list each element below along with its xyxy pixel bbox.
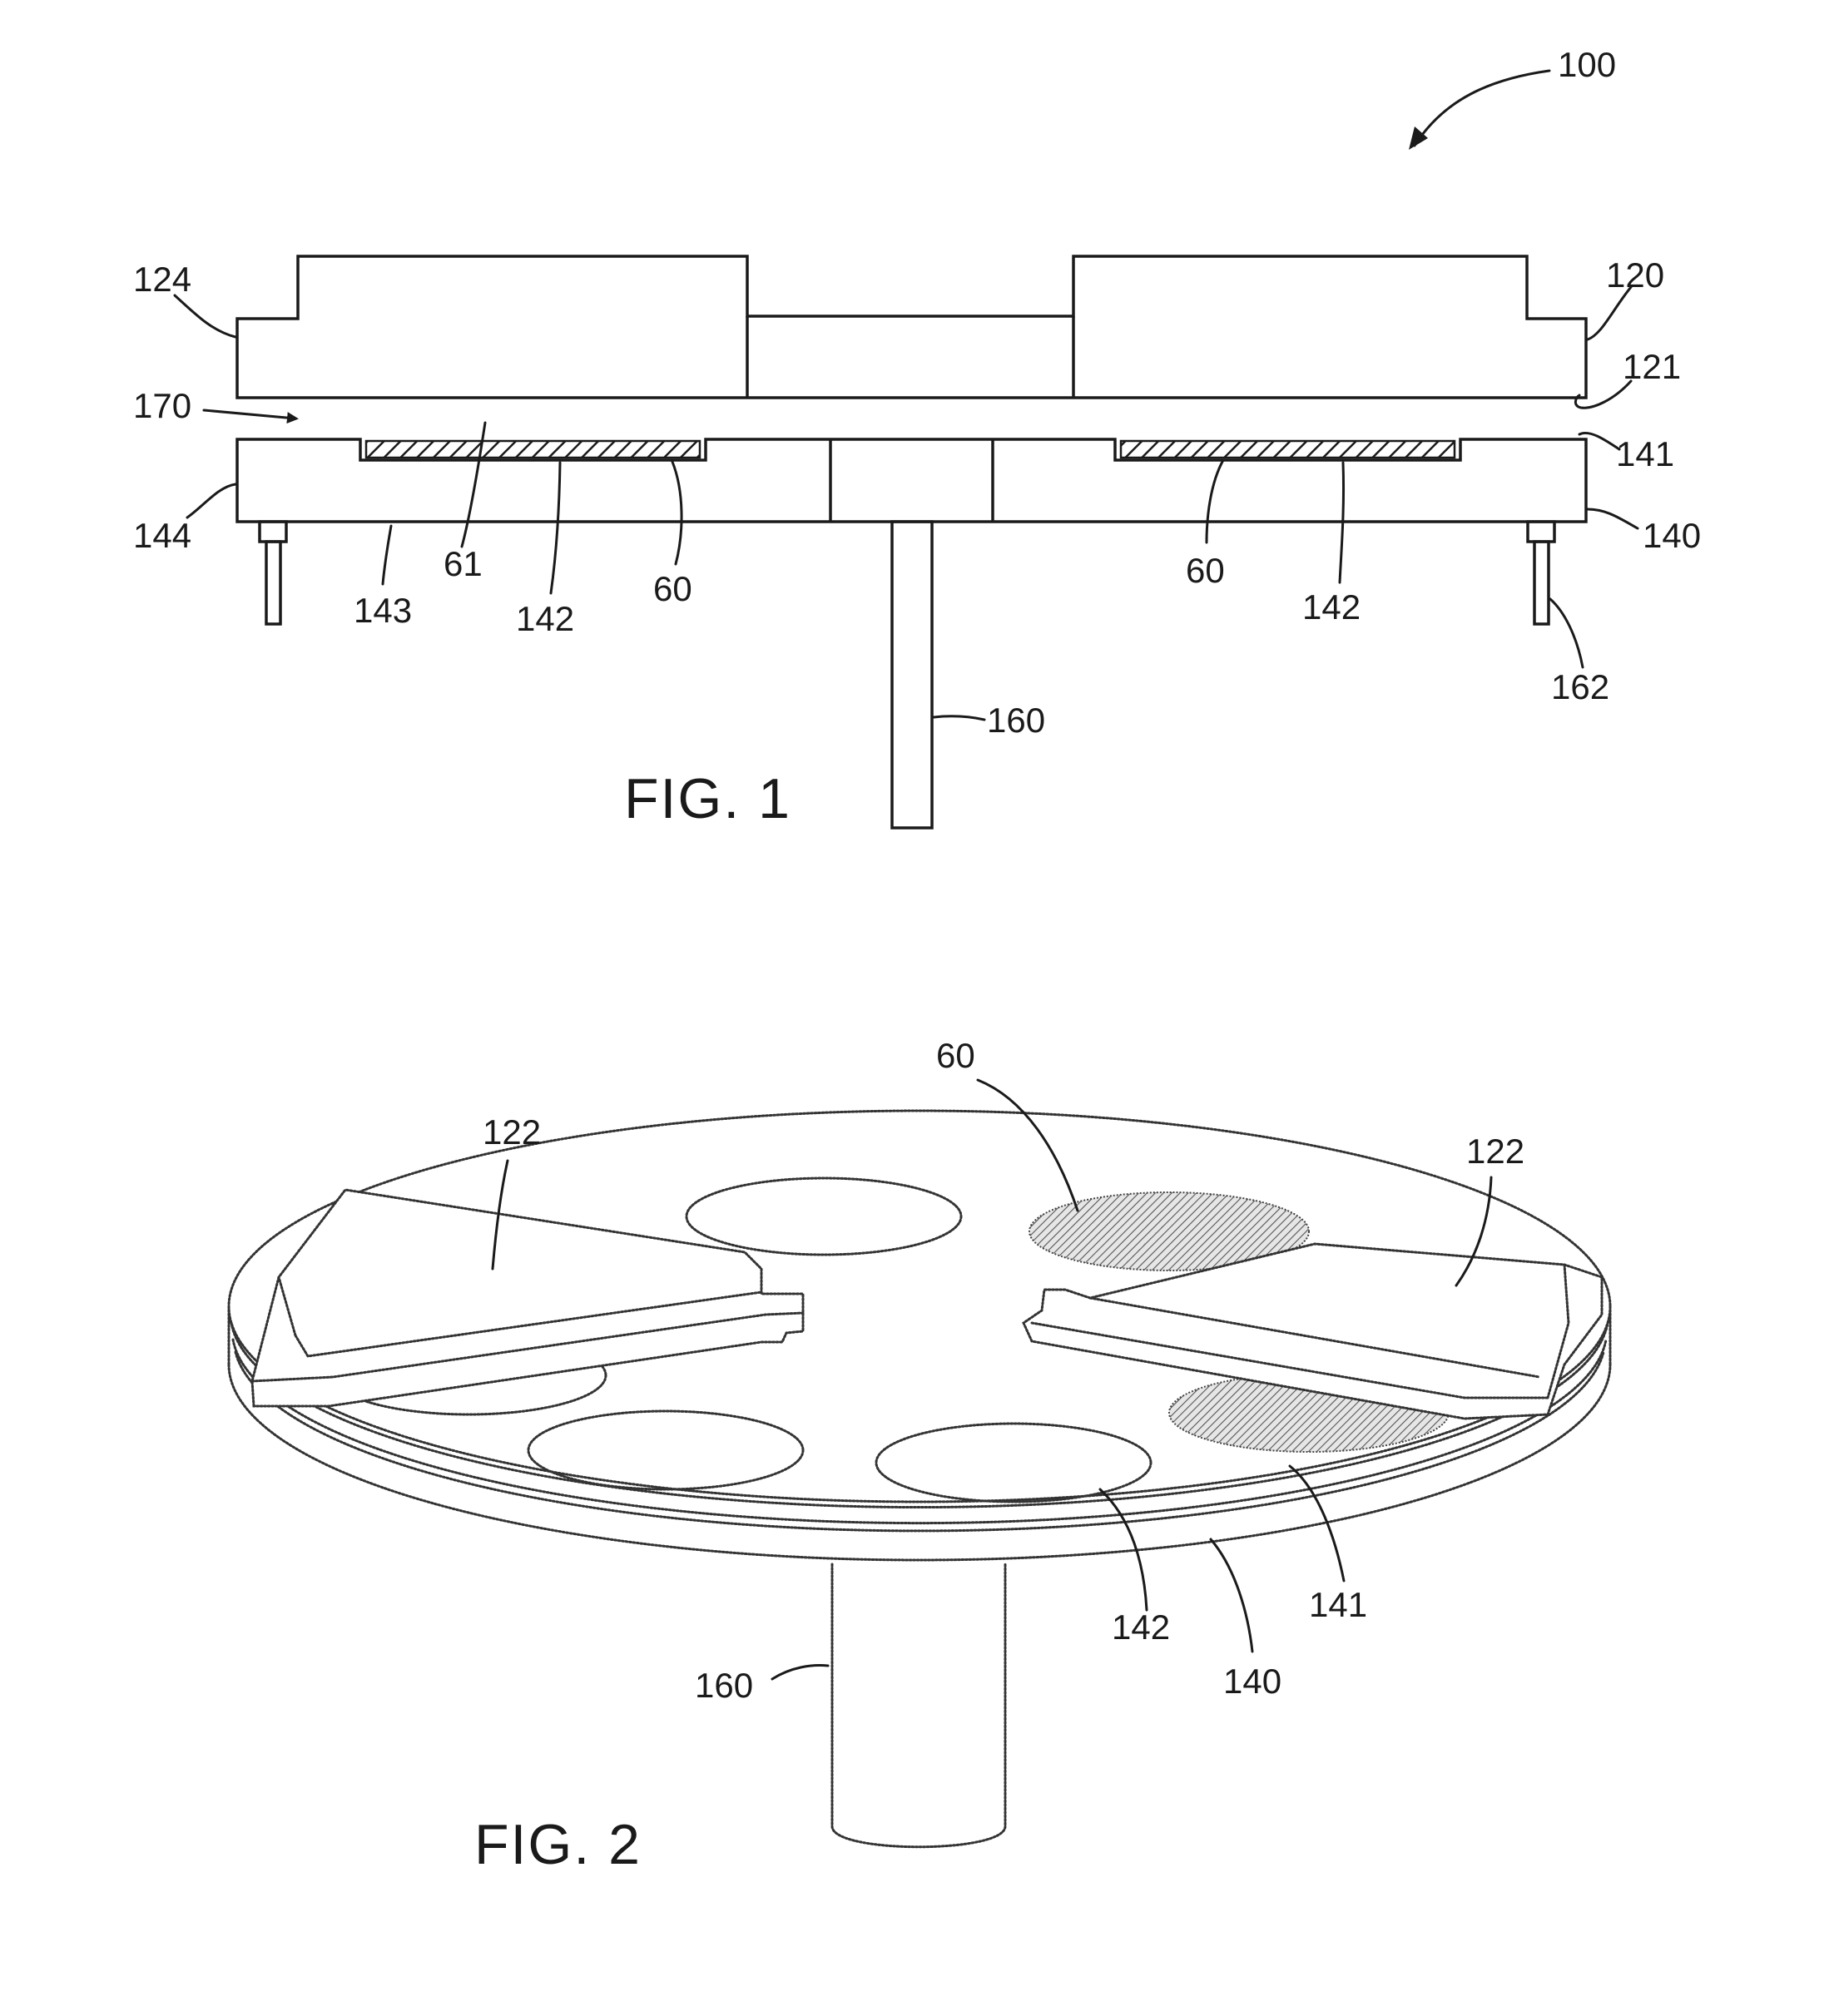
label-60-right: 60 [1186,551,1225,590]
leader-60-fig2 [978,1080,1078,1211]
leader-100 [1415,71,1549,146]
recess-front-left [528,1411,803,1489]
pin-right [1534,542,1549,624]
label-170: 170 [133,386,191,425]
label-142-right: 142 [1302,587,1361,627]
leader-143 [383,526,391,584]
leader-160 [934,716,984,720]
label-60-left: 60 [653,569,692,608]
figure-1: 100 124 [133,45,1701,830]
figure-1-caption: FIG. 1 [624,767,791,830]
label-144: 144 [133,516,191,555]
recess-front-right [876,1424,1151,1502]
wafer-left-hatched [366,441,700,458]
label-100: 100 [1558,45,1616,84]
label-142-left: 142 [516,599,574,638]
leader-60-left [672,462,682,564]
figure-2-caption: FIG. 2 [474,1813,642,1876]
recess-back [687,1178,961,1255]
label-122-left: 122 [483,1112,541,1152]
label-141: 141 [1616,434,1674,473]
label-141-fig2: 141 [1309,1585,1367,1624]
pin-left-collar [260,522,286,542]
leader-160-fig2 [772,1666,828,1679]
shaft-160 [892,522,932,828]
leader-144 [187,484,235,518]
leader-120 [1588,287,1631,339]
wafer-right-hatched [1121,441,1455,458]
label-160: 160 [987,701,1045,740]
leader-142-left [551,463,560,593]
label-140: 140 [1643,516,1701,555]
label-140-fig2: 140 [1223,1662,1281,1701]
label-122-right: 122 [1466,1132,1524,1171]
leader-140 [1588,509,1638,528]
pin-left [266,542,280,624]
label-120: 120 [1606,255,1664,295]
leader-140-fig2 [1211,1539,1252,1652]
leader-124 [175,295,235,337]
figure-2: 60 122 122 142 141 140 160 FIG. 2 [229,1036,1610,1876]
label-143: 143 [354,591,412,630]
leader-60-right [1207,460,1223,542]
pin-right-collar [1528,522,1554,542]
label-121: 121 [1623,347,1681,386]
shaft-160-3d [832,1564,1005,1847]
label-124: 124 [133,260,191,299]
label-162: 162 [1551,667,1609,706]
label-160-fig2: 160 [695,1666,753,1705]
upper-body-outline [237,256,1586,398]
label-60-fig2: 60 [936,1036,975,1075]
flow-arrow-170 [204,410,295,419]
leader-162 [1550,599,1583,667]
label-142-fig2: 142 [1112,1607,1170,1647]
label-61: 61 [444,544,483,583]
